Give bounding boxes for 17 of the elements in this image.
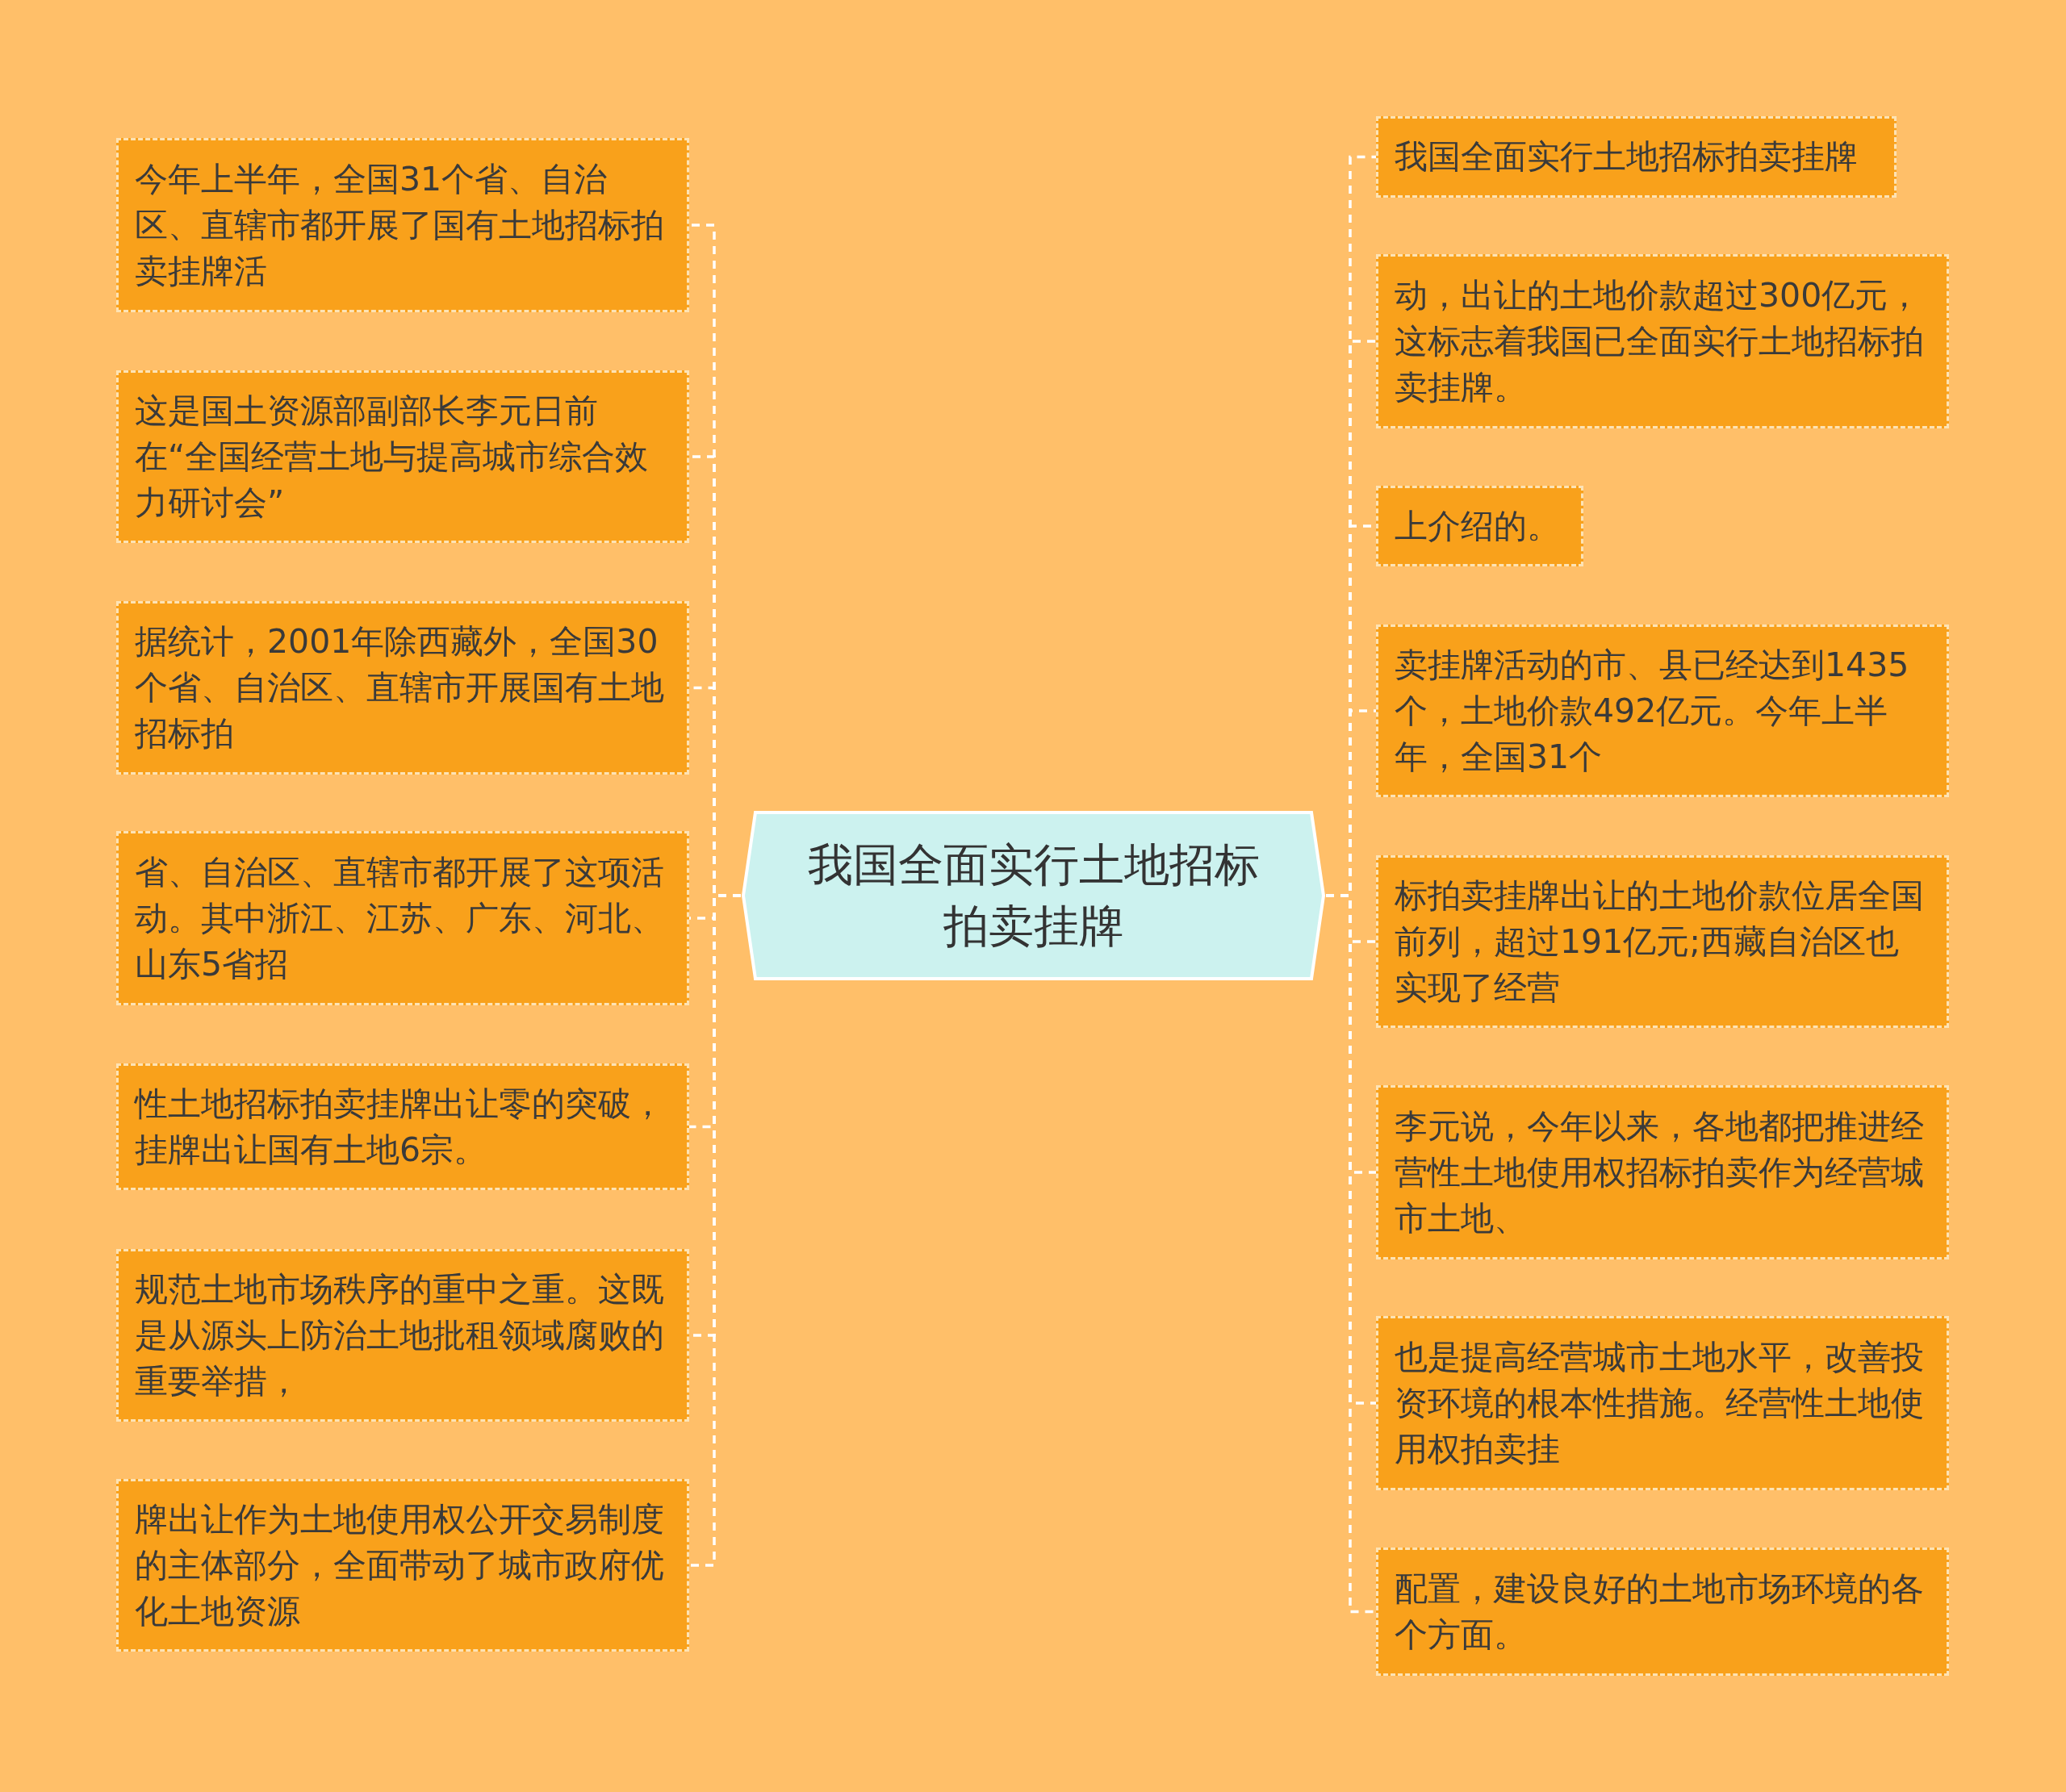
text-box: 我国全面实行土地招标拍卖挂牌 <box>1376 116 1897 198</box>
connector-line <box>689 894 741 1567</box>
text-box: 李元说，今年以来，各地都把推进经营性土地使用权招标拍卖作为经营城市土地、 <box>1376 1085 1949 1259</box>
connector-line <box>1326 894 1376 1614</box>
text-box: 上介绍的。 <box>1376 486 1583 566</box>
text-box: 规范土地市场秩序的重中之重。这既是从源头上防治土地批租领域腐败的重要举措， <box>116 1249 689 1422</box>
text-box: 标拍卖挂牌出让的土地价款位居全国前列，超过191亿元;西藏自治区也实现了经营 <box>1376 855 1949 1028</box>
text-box: 今年上半年，全国31个省、自治区、直辖市都开展了国有土地招标拍卖挂牌活 <box>116 138 689 312</box>
text-box: 牌出让作为土地使用权公开交易制度的主体部分，全面带动了城市政府优化土地资源 <box>116 1479 689 1652</box>
text-box: 这是国土资源部副部长李元日前在“全国经营土地与提高城市综合效力研讨会” <box>116 370 689 543</box>
text-box: 卖挂牌活动的市、县已经达到1435个，土地价款492亿元。今年上半年，全国31个 <box>1376 624 1949 797</box>
text-box: 据统计，2001年除西藏外，全国30个省、自治区、直辖市开展国有土地招标拍 <box>116 601 689 775</box>
text-box: 性土地招标拍卖挂牌出让零的突破，挂牌出让国有土地6宗。 <box>116 1063 689 1190</box>
text-box: 也是提高经营城市土地水平，改善投资环境的根本性措施。经营性土地使用权拍卖挂 <box>1376 1316 1949 1490</box>
text-box: 动，出让的土地价款超过300亿元，这标志着我国已全面实行土地招标拍卖挂牌。 <box>1376 254 1949 428</box>
text-box: 配置，建设良好的土地市场环境的各个方面。 <box>1376 1548 1949 1676</box>
text-box: 省、自治区、直辖市都开展了这项活动。其中浙江、江苏、广东、河北、山东5省招 <box>116 831 689 1005</box>
